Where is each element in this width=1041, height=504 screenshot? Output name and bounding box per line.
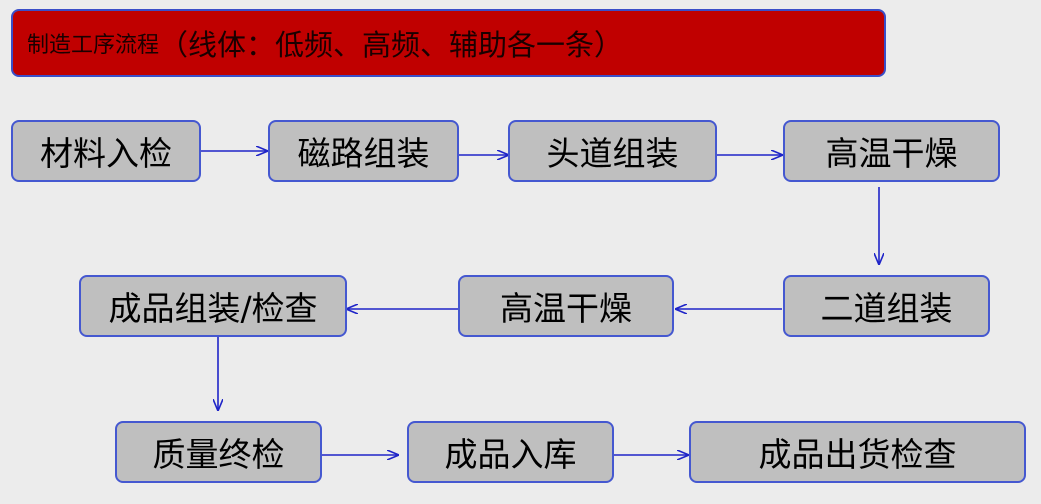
step-high-temp-drying-1: 高温干燥 <box>783 120 1000 182</box>
title-subtitle: （线体：低频、高频、辅助各一条） <box>159 28 624 62</box>
title-banner: 制造工序流程（线体：低频、高频、辅助各一条） <box>11 9 886 77</box>
step-high-temp-drying-2: 高温干燥 <box>458 275 674 337</box>
step-label: 成品组装/检查 <box>108 289 318 328</box>
step-magnetic-assembly: 磁路组装 <box>268 120 459 182</box>
step-label: 头道组装 <box>546 134 679 173</box>
step-second-assembly: 二道组装 <box>783 275 990 337</box>
step-material-inspection: 材料入检 <box>11 120 201 182</box>
step-warehousing: 成品入库 <box>407 421 614 483</box>
step-label: 高温干燥 <box>825 134 958 173</box>
step-label: 质量终检 <box>152 435 285 474</box>
step-shipment-inspection: 成品出货检查 <box>689 421 1026 483</box>
step-quality-final-inspection: 质量终检 <box>115 421 322 483</box>
step-label: 材料入检 <box>40 134 172 173</box>
step-label: 成品入库 <box>444 435 577 474</box>
step-label: 二道组装 <box>820 289 953 328</box>
step-label: 成品出货检查 <box>758 435 957 474</box>
step-first-assembly: 头道组装 <box>508 120 717 182</box>
step-final-product-assembly: 成品组装/检查 <box>79 275 347 337</box>
step-label: 高温干燥 <box>500 289 632 328</box>
step-label: 磁路组装 <box>297 134 430 173</box>
title-main: 制造工序流程 <box>27 33 160 58</box>
